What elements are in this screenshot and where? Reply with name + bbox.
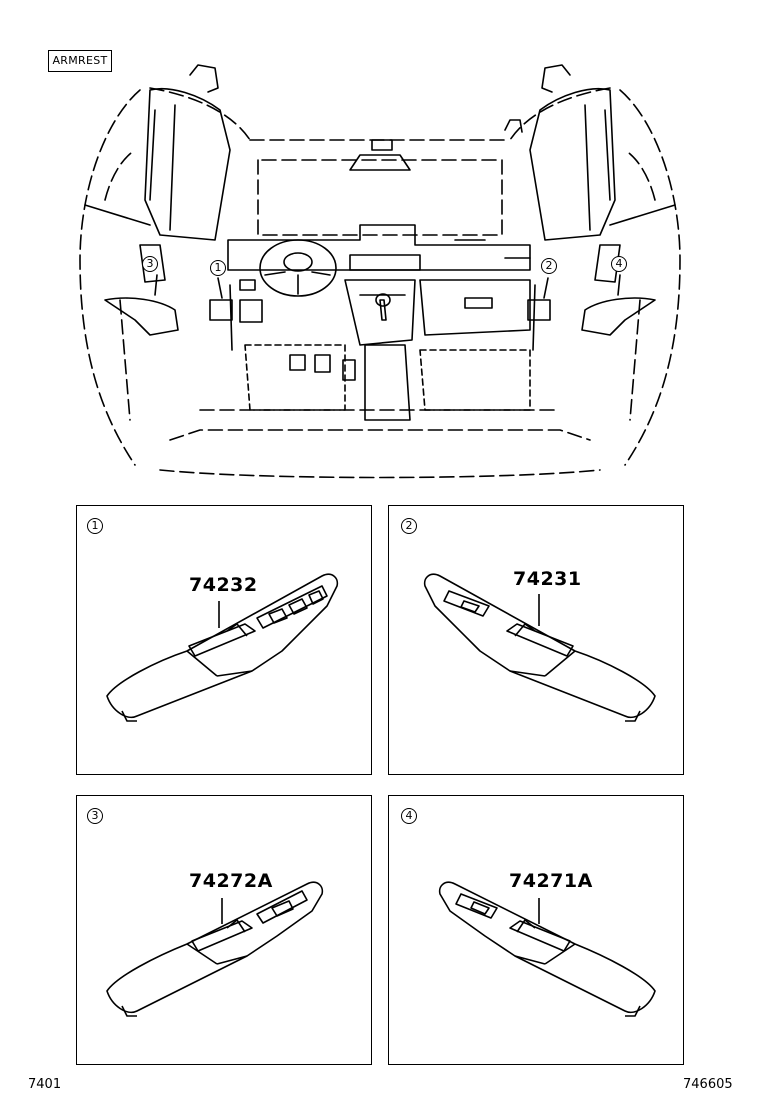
callout-2: 2 <box>541 258 557 274</box>
part-number-74232[interactable]: 74232 <box>189 574 258 596</box>
callout-3: 3 <box>142 256 158 272</box>
panel-3-index: 3 <box>87 808 103 824</box>
footer-left-code: 7401 <box>28 1077 62 1092</box>
callout-1: 1 <box>210 260 226 276</box>
footer-right-code: 746605 <box>683 1077 733 1092</box>
panel-2-index: 2 <box>401 518 417 534</box>
panel-1: 1 74232 <box>76 505 372 775</box>
vehicle-interior-overview <box>79 64 681 479</box>
armrest-illustration-1 <box>106 573 339 722</box>
part-number-74231[interactable]: 74231 <box>513 568 582 590</box>
part-number-74272A[interactable]: 74272A <box>189 870 273 892</box>
panel-1-index: 1 <box>87 518 103 534</box>
part-number-74271A[interactable]: 74271A <box>509 870 593 892</box>
armrest-illustration-3 <box>106 881 324 1017</box>
armrest-illustration-4 <box>438 881 656 1017</box>
callout-4: 4 <box>611 256 627 272</box>
panel-4: 4 74271A <box>388 795 684 1065</box>
armrest-illustration-2 <box>423 573 656 722</box>
panel-2: 2 74231 <box>388 505 684 775</box>
panel-3: 3 74272A <box>76 795 372 1065</box>
section-title: ARMREST <box>48 50 112 72</box>
panel-4-index: 4 <box>401 808 417 824</box>
